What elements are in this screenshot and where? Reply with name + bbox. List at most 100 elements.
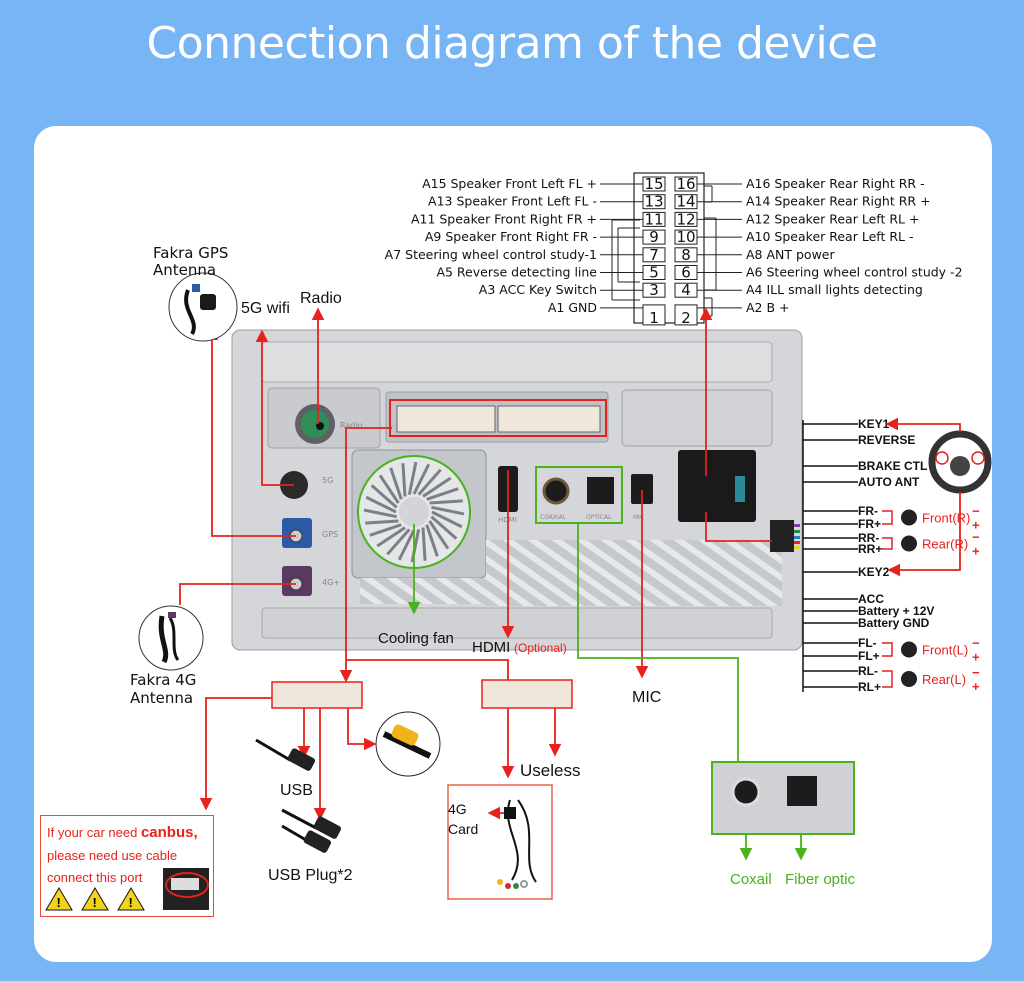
pin-number: 14 xyxy=(676,193,695,211)
harness-wire-label: AUTO ANT xyxy=(858,475,920,489)
main-socket-highlight xyxy=(389,399,607,437)
harness-plug-icon xyxy=(770,520,794,552)
panel-label-optical: OPTICAL xyxy=(586,514,612,521)
panel-label-radio: Radio xyxy=(340,421,363,430)
harness-wire-label: KEY2 xyxy=(858,565,890,579)
iso-pin-label-right: A10 Speaker Rear Left RL - xyxy=(746,229,913,244)
aux-connector-icon xyxy=(271,681,363,709)
canbus-keyword: canbus, xyxy=(140,824,198,841)
iso-pin-label-right: A6 Steering wheel control study -2 xyxy=(746,265,963,280)
harness-plug-wires xyxy=(794,524,800,549)
pin-number: 8 xyxy=(681,246,691,264)
bridge-bracket-right-top xyxy=(704,185,713,203)
warning-icons: ! ! ! xyxy=(45,887,145,911)
fan-blade xyxy=(401,463,407,497)
pin-number: 11 xyxy=(644,210,663,228)
harness-wire-label: FL+ xyxy=(858,649,880,663)
useless-label: Useless xyxy=(520,761,580,780)
iso-pin-label-left: A1 GND xyxy=(548,300,597,315)
lte-antenna-label: Fakra 4G xyxy=(130,671,196,689)
iso-pin-label-left: A5 Reverse detecting line xyxy=(436,265,597,280)
panel-label-gps: GPS xyxy=(322,530,338,539)
head-unit-panel: Radio 5G GPS 4G+ HDMI COAXIAL OPTICAL MI… xyxy=(231,329,803,651)
red-wires xyxy=(179,307,772,821)
coaxial-port-icon xyxy=(542,477,570,505)
speaker-polarity: + xyxy=(972,679,980,694)
pin-number: 4 xyxy=(681,281,691,299)
iso-pin-label-left: A11 Speaker Front Right FR + xyxy=(411,211,597,226)
harness-wire-label: FR- xyxy=(858,504,878,518)
pin-number: 2 xyxy=(681,309,691,327)
fan-blade xyxy=(365,519,399,525)
lte-antenna-image xyxy=(138,605,204,671)
audio-out-highlight xyxy=(535,466,623,524)
mic-port-icon xyxy=(631,474,653,504)
usb-cable-icon xyxy=(255,738,316,771)
panel-label-4g: 4G+ xyxy=(322,578,340,587)
canbus-note-line3: connect this port xyxy=(47,870,143,885)
iso-socket-icon xyxy=(678,450,756,522)
fan-blade xyxy=(370,484,398,509)
pin-number: 3 xyxy=(649,281,659,299)
iso-pin-label-left: A9 Speaker Front Right FR - xyxy=(425,229,597,244)
fan-blade xyxy=(426,487,459,501)
warning-icon: ! xyxy=(45,887,73,911)
fan-blade xyxy=(428,520,450,550)
fan-blade xyxy=(365,495,397,514)
speaker-label: Rear(L) xyxy=(922,672,966,687)
panel-label-mic: MIC xyxy=(633,514,644,521)
vent-slats xyxy=(486,540,782,606)
coaxial-label: Coxail xyxy=(730,871,772,888)
harness-wire-label: RR- xyxy=(858,531,879,545)
canbus-port-photo xyxy=(163,868,209,910)
panel-label-coaxial: COAXIAL xyxy=(540,514,567,521)
fan-blade xyxy=(412,463,431,495)
warning-icon: ! xyxy=(117,887,145,911)
pin-number: 10 xyxy=(676,228,695,246)
rca-connector-icon xyxy=(481,679,573,709)
wire-rca-reverse xyxy=(347,708,377,751)
fan-blade xyxy=(422,476,452,498)
svg-text:!: ! xyxy=(93,895,97,910)
pin-number: 13 xyxy=(644,193,663,211)
pin-number: 9 xyxy=(649,228,659,246)
card-4g-label: 4G xyxy=(448,801,467,817)
radio-socket-icon xyxy=(301,410,329,438)
iso-pin-label-right: A8 ANT power xyxy=(746,247,835,262)
speaker-bracket xyxy=(882,642,893,657)
speaker-label: Rear(R) xyxy=(922,537,968,552)
speaker-polarity: + xyxy=(972,544,980,559)
wire-5g xyxy=(255,329,294,486)
pin-number: 5 xyxy=(649,264,659,282)
speaker-icon xyxy=(901,641,917,658)
harness-wire-label: Battery + 12V xyxy=(858,604,934,618)
speaker-polarity: − xyxy=(972,530,980,545)
harness-wire-label: ACC xyxy=(858,592,884,606)
rca-breakout-cable-image xyxy=(497,799,537,889)
wire-4g xyxy=(179,583,296,605)
card-4g-label-2: Card xyxy=(448,821,478,837)
cooling-fan-label: Cooling fan xyxy=(378,630,454,647)
pin-number: 6 xyxy=(681,264,691,282)
mic-label: MIC xyxy=(632,689,661,706)
panel-blank-plate xyxy=(621,389,773,447)
wire-gps xyxy=(205,327,296,537)
speaker-bracket xyxy=(882,510,893,525)
speaker-bracket xyxy=(882,670,893,688)
optical-port-icon xyxy=(587,477,614,504)
speaker-polarity: − xyxy=(972,504,980,519)
coaxial-port-detail-icon xyxy=(731,777,761,807)
svg-text:!: ! xyxy=(57,895,61,910)
canbus-note-line2: please need use cable xyxy=(47,848,178,863)
pin-number: 1 xyxy=(649,309,659,327)
iso-pin-label-left: A3 ACC Key Switch xyxy=(479,282,597,297)
speaker-icon xyxy=(901,535,917,552)
pin-number: 16 xyxy=(676,175,695,193)
usb-plug-icon xyxy=(281,808,342,853)
harness-wire-label: FR+ xyxy=(858,517,881,531)
bridge-bracket-right xyxy=(704,217,717,291)
iso-pin-label-right: A16 Speaker Rear Right RR - xyxy=(746,176,925,191)
speaker-icon xyxy=(901,671,917,687)
